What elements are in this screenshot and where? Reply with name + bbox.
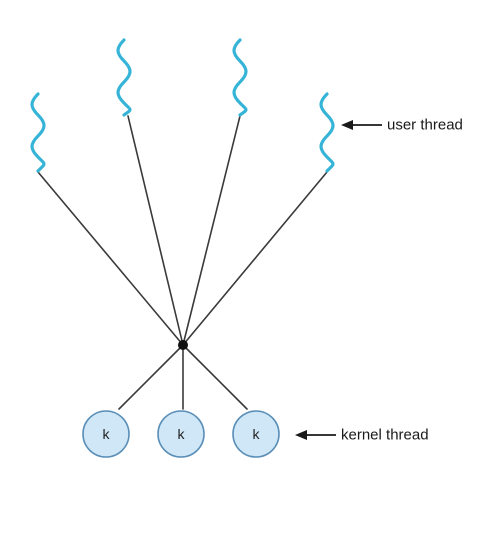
user-thread-link-2 bbox=[127, 115, 184, 346]
kernel-threads: k k k bbox=[82, 410, 280, 458]
user-thread-link-3 bbox=[182, 115, 241, 346]
user-thread-label: user thread bbox=[387, 117, 463, 134]
user-thread-4 bbox=[319, 92, 335, 173]
junction-dot bbox=[178, 340, 188, 350]
user-thread-annotation: user thread bbox=[341, 117, 463, 134]
user-thread-links bbox=[37, 115, 328, 346]
kernel-thread-label-text: kernel thread bbox=[341, 427, 429, 444]
kernel-thread-1: k bbox=[82, 410, 130, 458]
user-thread-1 bbox=[30, 92, 46, 173]
kernel-thread-link-1 bbox=[118, 344, 184, 410]
kernel-thread-links bbox=[118, 344, 248, 410]
kernel-thread-label: k bbox=[253, 426, 261, 442]
user-thread-link-4 bbox=[182, 171, 328, 346]
kernel-thread-annotation: kernel thread bbox=[295, 427, 429, 444]
user-thread-2 bbox=[116, 38, 132, 117]
kernel-thread-label: k bbox=[178, 426, 186, 442]
user-thread-link-1 bbox=[37, 171, 184, 346]
kernel-thread-2: k bbox=[157, 410, 205, 458]
kernel-thread-arrow-head bbox=[295, 430, 307, 440]
user-threads bbox=[30, 38, 335, 173]
user-thread-3 bbox=[232, 38, 248, 117]
kernel-thread-label: k bbox=[103, 426, 111, 442]
user-thread-arrow-head bbox=[341, 120, 353, 130]
kernel-thread-3: k bbox=[232, 410, 280, 458]
kernel-thread-link-3 bbox=[182, 344, 248, 410]
